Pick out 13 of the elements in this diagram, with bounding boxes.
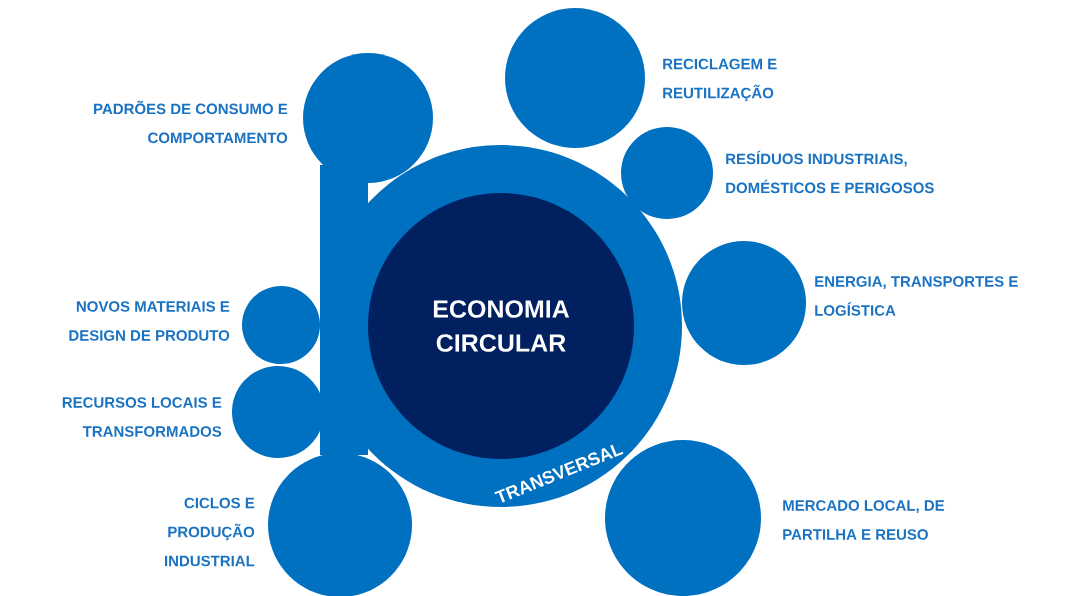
label-text: PADRÕES DE CONSUMO E COMPORTAMENTO (94, 100, 288, 144)
label-text: MERCADO LOCAL, DE PARTILHA E REUSO (783, 500, 945, 540)
label-text: CICLOS E PRODUÇÃO INDUSTRIAL (165, 497, 255, 567)
circle (303, 53, 433, 183)
label-text: RESÍDUOS INDUSTRIAIS, DOMÉSTICOS E PERIGOSOS (726, 150, 934, 194)
label-text: NOVOS MATERIAIS E DESIGN DE PRODUTO (69, 301, 230, 341)
label-text: RECURSOS LOCAIS E TRANSFORMADOS (62, 397, 222, 437)
circle (682, 241, 806, 365)
label-text: ENERGIA, TRANSPORTES E LOGÍSTICA (815, 276, 1018, 316)
circle (505, 8, 645, 148)
circle (242, 286, 320, 364)
circle (621, 127, 713, 219)
label-text: RECICLAGEM E REUTILIZAÇÃO (663, 58, 777, 102)
